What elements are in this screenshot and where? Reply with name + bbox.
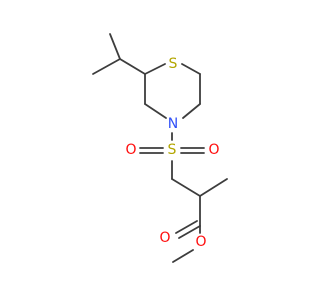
bond — [178, 225, 201, 239]
sulfonyl-oxygen-left-atom: O — [125, 142, 136, 158]
bond — [119, 58, 146, 75]
nitrogen-atom: N — [168, 116, 178, 132]
carbonyl-oxygen-atom: O — [159, 230, 170, 246]
ring-sulfur-atom: S — [169, 56, 178, 72]
sulfonyl-sulfur-atom: S — [168, 142, 177, 158]
ester-oxygen-atom: O — [195, 234, 206, 250]
sulfonyl-oxygen-right-atom: O — [208, 142, 219, 158]
bond — [181, 63, 201, 75]
bond — [175, 220, 198, 234]
structure-canvas: S N S O O O O — [92, 33, 228, 263]
bond — [144, 103, 167, 119]
molecule-structure: S N S O O O O — [92, 33, 228, 263]
bond — [182, 103, 201, 119]
bond — [92, 58, 121, 75]
bond — [144, 63, 166, 75]
bond — [199, 178, 228, 197]
bond — [109, 33, 121, 60]
bond — [172, 249, 194, 263]
bond — [171, 178, 201, 197]
